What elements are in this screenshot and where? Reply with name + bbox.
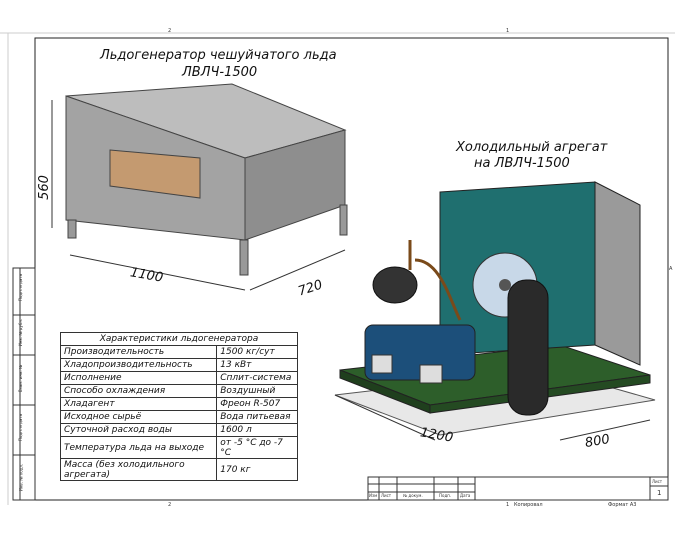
unit-model: на ЛВЛЧ-1500 xyxy=(474,156,570,171)
spec-value: 170 кг xyxy=(216,458,298,481)
leg xyxy=(239,239,249,276)
zone-marker-2: 2 xyxy=(168,28,172,34)
title-block xyxy=(367,476,669,501)
pipes xyxy=(408,240,462,321)
stamp-label: Взам. инв. № xyxy=(18,364,24,393)
copied-no: 1 xyxy=(506,502,510,508)
tb-sheet-label: Лист xyxy=(652,479,663,484)
icemaker-title: Льдогенератор чешуйчатого льда xyxy=(100,48,337,63)
zone-marker-1: 1 xyxy=(506,28,510,34)
spec-name: Хладопроизводительность xyxy=(59,358,218,372)
tb-sheet-no: 1 xyxy=(657,489,662,497)
spec-value: 13 кВт xyxy=(216,358,298,372)
spec-value: Сплит-система xyxy=(216,371,298,385)
tb-list: Лист xyxy=(381,493,392,498)
dim-line-800 xyxy=(559,419,651,441)
dim-line-depth xyxy=(249,249,346,291)
leg xyxy=(67,219,77,239)
separator xyxy=(372,266,418,304)
side-stamp xyxy=(12,267,36,501)
spec-name: Исполнение xyxy=(59,371,218,385)
spec-name: Хладагент xyxy=(59,397,218,411)
dim-line-1200 xyxy=(334,394,436,441)
leg xyxy=(339,204,348,236)
tb-doc: № докум. xyxy=(403,493,423,498)
stamp-label: Подп. и дата xyxy=(18,273,24,302)
spec-value: от -5 °С до -7 °С xyxy=(216,436,298,459)
spec-name: Производительность xyxy=(59,345,218,359)
spec-name: Исходное сырьё xyxy=(59,410,218,424)
spec-name: Способо охлаждения xyxy=(59,384,218,398)
dim-height: 560 xyxy=(36,175,52,200)
spec-name: Масса (без холодильного агрегата) xyxy=(59,458,218,481)
spec-value: 1500 кг/сут xyxy=(216,345,298,359)
copied-label: Копировал xyxy=(514,502,543,508)
spec-header: Характеристики льдогенератора xyxy=(60,332,298,346)
spec-name: Температура льда на выходе xyxy=(59,436,218,459)
ice-outlet-opening xyxy=(109,149,201,199)
spec-name: Суточной расход воды xyxy=(59,423,218,437)
tb-date: Дата xyxy=(460,493,471,498)
refrigeration-unit-illustration xyxy=(334,181,656,441)
condenser-coil xyxy=(594,181,641,366)
stamp-label: Подп. и дата xyxy=(18,413,24,442)
stamp-label: Инв. № дубл. xyxy=(18,318,24,347)
tb-sign: Подп. xyxy=(439,493,452,498)
zone-marker-2-bottom: 2 xyxy=(168,502,172,508)
spec-value: 1600 л xyxy=(216,423,298,437)
stamp-label: Инв. № подл. xyxy=(18,463,24,492)
icemaker-model: ЛВЛЧ-1500 xyxy=(182,65,258,80)
unit-title: Холодильный агрегат xyxy=(456,140,608,155)
icemaker-illustration xyxy=(51,83,348,291)
table-row: Масса (без холодильного агрегата)170 кг xyxy=(59,458,298,481)
dim-line-length xyxy=(69,254,246,291)
receiver xyxy=(507,279,549,416)
format-label: Формат А3 xyxy=(608,502,637,508)
zone-marker-a: A xyxy=(669,266,673,272)
spec-table: Характеристики льдогенератора Производит… xyxy=(59,332,298,481)
spec-value: Фреон R-507 xyxy=(216,397,298,411)
spec-value: Воздушный xyxy=(216,384,298,398)
tb-izm: Изм xyxy=(369,493,378,498)
spec-value: Вода питьевая xyxy=(216,410,298,424)
